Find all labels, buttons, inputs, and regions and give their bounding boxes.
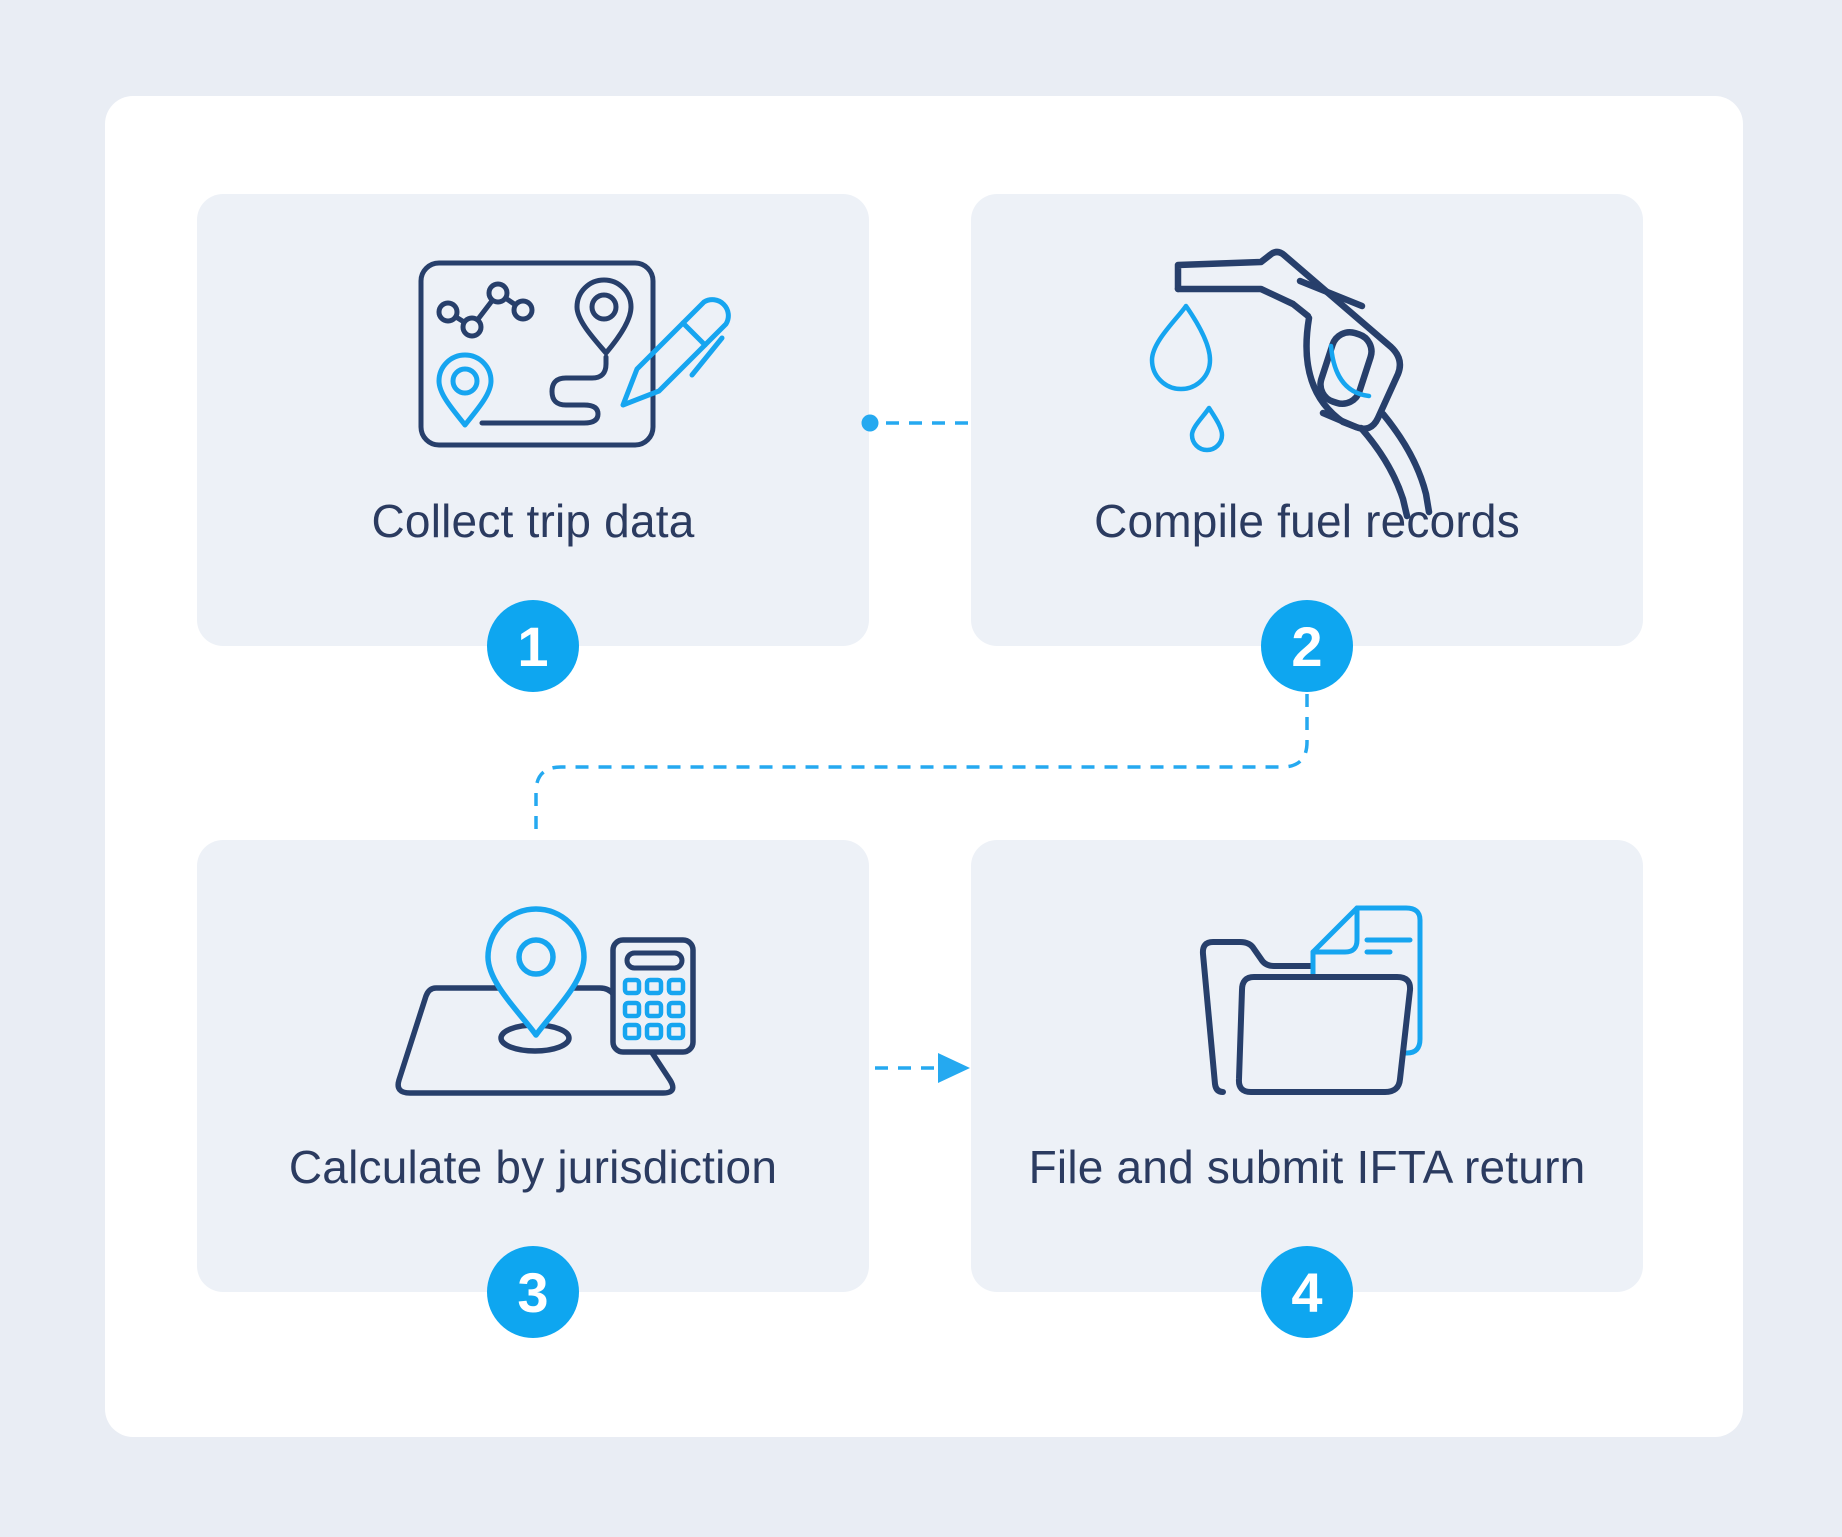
fuel-nozzle-drops-icon: [1149, 248, 1433, 520]
step-number: 1: [517, 614, 549, 678]
step-label: File and submit IFTA return: [1028, 1141, 1586, 1193]
folder-document-icon: [1199, 905, 1423, 1095]
step-number: 2: [1291, 614, 1323, 678]
step-label: Collect trip data: [371, 495, 695, 547]
map-pin-calculator-icon: [395, 906, 696, 1096]
step-number-badge: 3: [487, 1246, 579, 1338]
step-card-calculate-by-jurisdiction: Calculate by jurisdiction 3: [197, 840, 869, 1338]
step-card-file-submit-ifta-return: File and submit IFTA return 4: [971, 840, 1643, 1338]
step-label: Calculate by jurisdiction: [288, 1141, 778, 1193]
step-number: 3: [517, 1260, 549, 1324]
step-card-compile-fuel-records: Compile fuel records 2: [971, 194, 1643, 692]
step-number-badge: 1: [487, 600, 579, 692]
step-label: Compile fuel records: [1094, 495, 1520, 547]
step-number-badge: 2: [1261, 600, 1353, 692]
step-number: 4: [1291, 1260, 1323, 1324]
trip-map-pencil-icon: [418, 260, 731, 448]
step-card-collect-trip-data: Collect trip data 1: [197, 194, 869, 692]
step-number-badge: 4: [1261, 1246, 1353, 1338]
